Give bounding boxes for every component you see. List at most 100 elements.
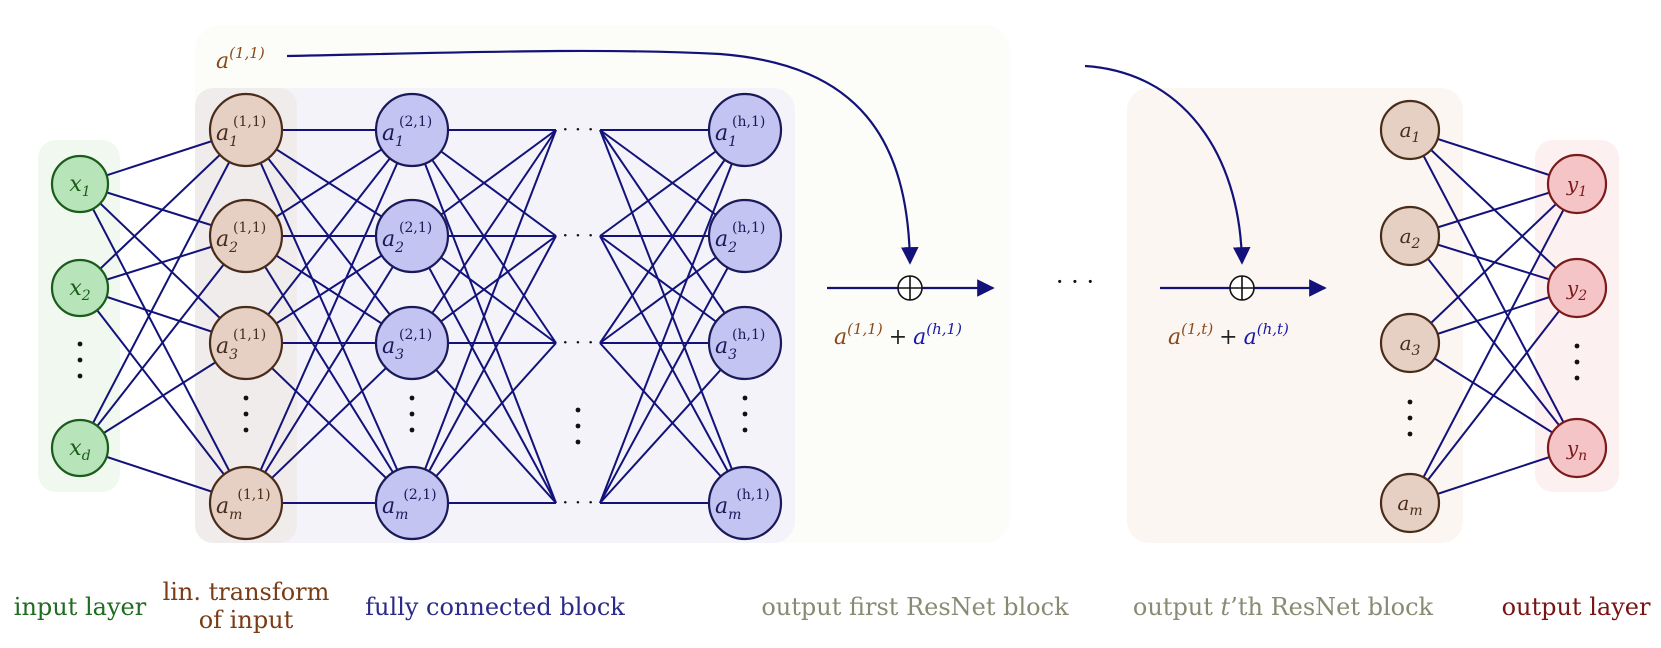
node-label: x2: [69, 276, 90, 304]
node-circle: [374, 465, 450, 541]
between-blocks-ellipsis: · · ·: [1056, 268, 1094, 296]
edge-hidden2-mid: [411, 129, 557, 504]
node-label: am(h,1): [715, 487, 770, 523]
node-circle: [707, 465, 783, 541]
node-circle: [374, 305, 450, 381]
edge-input-lin: [79, 235, 247, 449]
node-hidden2-a3: a3(2,1): [374, 305, 450, 381]
captions: input layer lin. transform of input full…: [14, 578, 1651, 634]
node-circle: [1379, 205, 1441, 267]
caption-fully-connected: fully connected block: [365, 593, 625, 621]
arrows: [286, 49, 1327, 301]
node-circle: [1546, 257, 1608, 319]
node-label: x1: [69, 172, 90, 200]
node-label: yn: [1566, 436, 1587, 464]
fully-connected-block-bg: [195, 88, 795, 543]
node-hiddenh-a2: a2(h,1): [707, 198, 783, 274]
caption-input-layer: input layer: [14, 593, 147, 621]
node-circle: [1379, 312, 1441, 374]
edge-mid-hiddenh: [599, 235, 746, 504]
node-circle: [1546, 417, 1608, 479]
mid-ellipsis-bg: [558, 120, 598, 140]
node-output-y2: y2: [1546, 257, 1608, 319]
caption-first-resnet: output first ResNet block: [761, 593, 1069, 621]
edge-lin-hidden2: [245, 342, 413, 504]
node-last-a3: a3: [1379, 312, 1441, 374]
node-circle: [208, 92, 284, 168]
node-last-a1: a1: [1379, 99, 1441, 161]
node-circle: [707, 198, 783, 274]
node-label: a3: [1400, 331, 1421, 359]
node-output-yn: yn: [1546, 417, 1608, 479]
node-hiddenh-a3: a3(h,1): [707, 305, 783, 381]
node-circle: [208, 465, 284, 541]
caption-lin-transform-line2: of input: [199, 606, 294, 634]
mid-ellipsis-3: · · ·: [562, 330, 594, 354]
edge-lin-hidden2: [245, 129, 413, 344]
mid-ellipsis-bg: [558, 226, 598, 246]
middle-vdots: [575, 407, 581, 445]
node-circle: [1379, 99, 1441, 161]
sum-node-first: [897, 275, 923, 301]
node-label: a2(2,1): [382, 220, 432, 256]
node-circle: [50, 418, 110, 478]
caption-lin-transform-line1: lin. transform: [163, 578, 330, 606]
edge-hidden2-mid: [411, 129, 557, 344]
node-circle: [374, 92, 450, 168]
edge-last-output: [1409, 183, 1578, 504]
sum-node-t: [1229, 275, 1255, 301]
hidden2-vdots: [409, 395, 415, 433]
node-circle: [50, 154, 110, 214]
edge-last-output: [1409, 129, 1578, 449]
node-label: a2(1,1): [216, 220, 266, 256]
node-circle: [1546, 153, 1608, 215]
t-resnet-block-bg: [1127, 88, 1463, 543]
node-input-x1: x1: [50, 154, 110, 214]
skip-connection-arrow: [286, 49, 919, 265]
node-label: xd: [69, 436, 90, 464]
node-lin-am: am(1,1): [208, 465, 284, 541]
mid-ellipsis-2: · · ·: [562, 223, 594, 247]
output-vdots: [1574, 343, 1580, 381]
caption-t-resnet: output t’th ResNet block: [1133, 593, 1434, 621]
sum-formula-t: a(1,t)+a(h,t): [1168, 320, 1289, 350]
input-vdots: [77, 341, 83, 379]
node-label: y1: [1566, 172, 1587, 200]
node-input-xd: xd: [50, 418, 110, 478]
node-circle: [50, 258, 110, 318]
node-circle: [707, 305, 783, 381]
node-label: a1(h,1): [715, 114, 765, 150]
edge-lin-hidden2: [245, 129, 413, 504]
node-hiddenh-am: am(h,1): [707, 465, 783, 541]
mid-ellipsis-bg: [558, 333, 598, 353]
node-label: a3(h,1): [715, 327, 765, 363]
node-label: y2: [1566, 276, 1587, 304]
node-label: a3(2,1): [382, 327, 432, 363]
node-label: a2(h,1): [715, 220, 765, 256]
caption-output-layer: output layer: [1502, 593, 1651, 621]
nodes: · · · · · · · · · · · · x1 x2 xd a1(1,1) a2(1,1)…: [50, 92, 1608, 541]
mid-ellipsis-4: · · ·: [562, 490, 594, 514]
node-hidden2-am: am(2,1): [374, 465, 450, 541]
node-lin-a2: a2(1,1): [208, 198, 284, 274]
node-label: a2: [1400, 224, 1421, 252]
edge-hidden2-mid: [411, 235, 557, 504]
node-last-am: am: [1379, 472, 1441, 534]
skip-connection-arrow-t: [1084, 64, 1251, 265]
node-last-a2: a2: [1379, 205, 1441, 267]
node-label: am(2,1): [382, 487, 437, 523]
node-input-x2: x2: [50, 258, 110, 318]
skip-connection-label: a(1,1): [216, 44, 265, 74]
node-circle: [208, 305, 284, 381]
node-label: a1(2,1): [382, 114, 432, 150]
edge-input-lin: [79, 129, 247, 449]
edge-lin-hidden2: [245, 235, 413, 504]
node-lin-a1: a1(1,1): [208, 92, 284, 168]
edge-last-output: [1409, 183, 1578, 344]
mid-ellipsis-bg: [558, 493, 598, 513]
node-label: am(1,1): [216, 487, 271, 523]
hiddenh-vdots: [742, 395, 748, 433]
node-hidden2-a2: a2(2,1): [374, 198, 450, 274]
edge-input-lin: [79, 183, 247, 344]
